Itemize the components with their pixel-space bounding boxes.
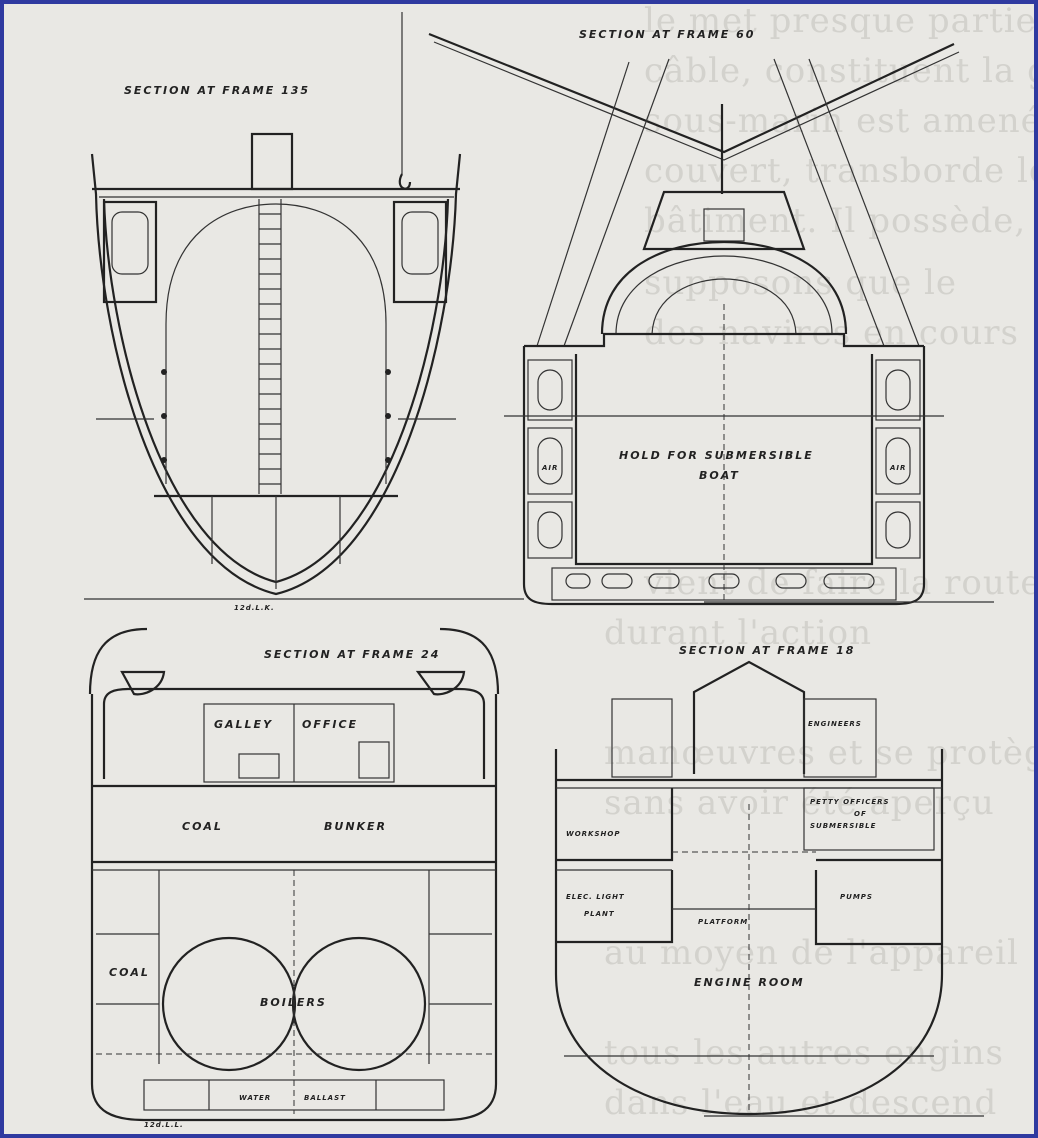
air-label-right: AIR [889,464,906,472]
svg-text:SUBMERSIBLE: SUBMERSIBLE [810,822,876,830]
side-tank-right [392,200,448,304]
boiler-left [161,936,297,1072]
water-label: WATER [239,1094,271,1102]
section-title: SECTION AT FRAME 60 [579,28,755,41]
engineers-cabin [803,698,877,778]
svg-text:supposons que le: supposons que le [644,263,957,303]
air-tanks-left [527,359,573,559]
background-text: le met presque partie comple câble, cons… [604,4,1034,1123]
svg-text:12d.L.L.: 12d.L.L. [144,1121,184,1129]
section-title: SECTION AT FRAME 24 [264,648,440,661]
elec-light-room [556,870,674,944]
section-frame-135: SECTION AT FRAME 135 12d [84,84,524,612]
svg-text:manœuvres et se protège: manœuvres et se protège [604,733,1034,773]
hold-label-line1: HOLD FOR SUBMERSIBLE [619,449,814,462]
svg-text:câble, constituent la grue du: câble, constituent la grue du [644,51,1034,91]
ballast-tank [143,1079,445,1111]
hold-arch [165,203,387,484]
double-bottom [551,567,897,601]
ballast-label: BALLAST [304,1094,346,1102]
section-frame-60: SECTION AT FRAME 60 [428,28,994,606]
office-desk [358,741,390,779]
section-title: SECTION AT FRAME 135 [124,84,310,97]
svg-text:vient de faire la route: vient de faire la route [643,563,1034,603]
platform-label: PLATFORM [698,918,748,926]
svg-text:tous les autres engins: tous les autres engins [604,1033,1004,1073]
galley-stove [238,753,280,779]
davit-right [439,627,500,695]
svg-text:dans l'eau et descend: dans l'eau et descend [604,1083,997,1123]
section-frame-24: SECTION AT FRAME 24 GALLEY OFFICE COAL B… [88,627,500,1129]
pumps-room [814,870,942,946]
hatch-arch-outer [600,240,848,335]
upper-deck [102,687,486,779]
svg-text:OF: OF [854,810,867,818]
cabin-left [611,698,673,778]
svg-text:12d.L.K.: 12d.L.K. [234,604,275,612]
section-frame-18: SECTION AT FRAME 18 ENGINEERS PETTY OFFI… [554,644,984,1117]
engine-room-label: ENGINE ROOM [694,976,805,989]
elec-label-line1: ELEC. LIGHT [566,893,625,901]
galley-office [203,703,395,783]
svg-text:PETTY OFFICERS: PETTY OFFICERS [810,798,890,806]
air-label-left: AIR [541,464,558,472]
petty-officers-cabin [803,787,935,851]
boilers-label: BOILERS [260,996,327,1009]
hull-outline [522,346,926,606]
coal-bunker-left-label: COAL [182,820,223,833]
lifeboat-left [120,670,166,696]
crane-hook [398,12,412,190]
pumps-label: PUMPS [840,893,873,901]
rigging-lines [536,58,920,347]
hull-outline [90,694,498,1122]
svg-text:au moyen de l'appareil: au moyen de l'appareil [604,933,1019,973]
workshop-label: WORKSHOP [566,830,620,838]
elec-label-line2: PLANT [584,910,615,918]
derrick-booms [428,32,955,154]
lifeboat-right [415,670,466,696]
mast-stub [250,132,294,191]
ship-sections-drawing: le met presque partie comple câble, cons… [84,4,1034,1129]
side-tank-left [102,200,158,304]
frame-rivets [161,369,391,463]
engineers-label: ENGINEERS [808,720,862,728]
svg-text:couvert, transborde le: couvert, transborde le [644,151,1034,191]
boiler-right [291,936,427,1072]
office-label: OFFICE [302,718,358,731]
deckhouse [642,190,806,251]
svg-text:bâtiment. Il possède, en: bâtiment. Il possède, en [644,201,1034,241]
galley-label: GALLEY [214,718,273,731]
hull-outline [90,153,462,596]
ladder [258,199,282,494]
svg-text:durant l'action: durant l'action [604,613,872,653]
section-title: SECTION AT FRAME 18 [679,644,855,657]
hull-outline [554,749,944,1116]
coal-bunker-right-label: BUNKER [324,820,387,833]
hold-label-line2: BOAT [699,469,740,482]
air-tanks-right [875,359,921,559]
svg-text:sans avoir été aperçu: sans avoir été aperçu [604,783,995,823]
workshop-room [556,788,674,862]
coal-side-label: COAL [109,966,150,979]
davit-left [88,627,148,695]
svg-text:le met presque partie comple: le met presque partie comple [644,4,1034,41]
